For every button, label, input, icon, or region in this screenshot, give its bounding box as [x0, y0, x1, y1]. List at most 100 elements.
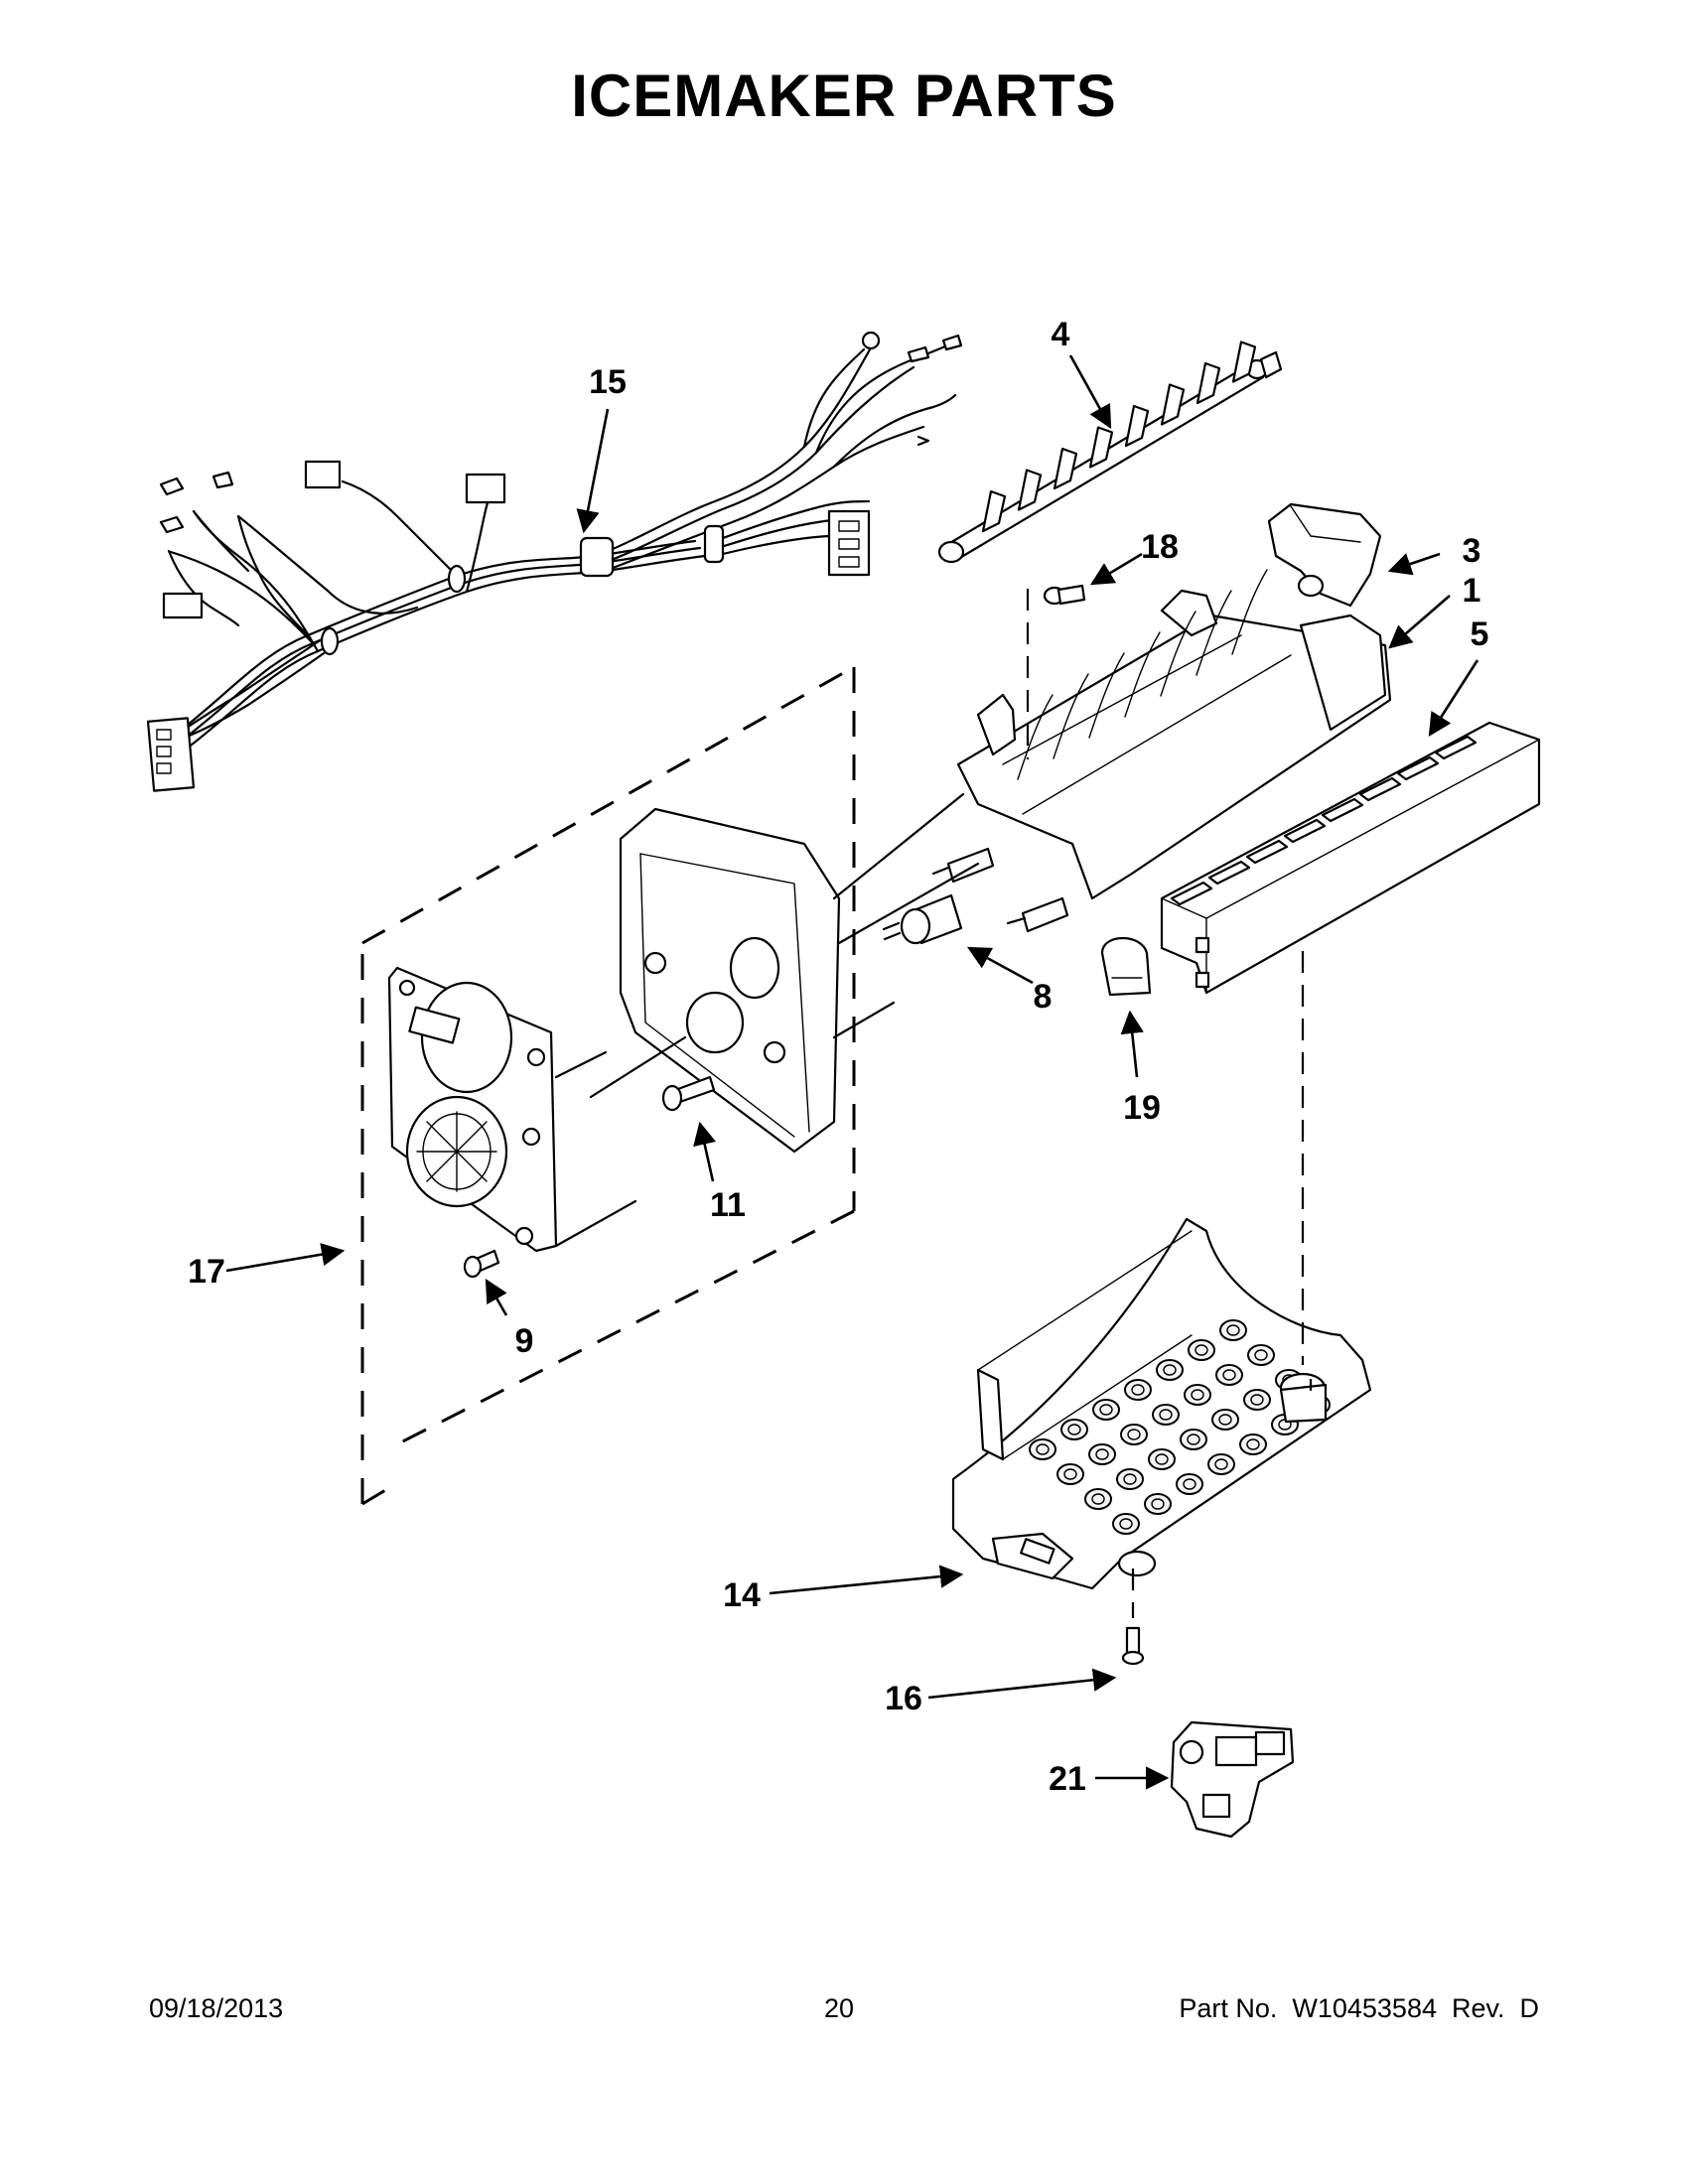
bin-cup	[1124, 1379, 1152, 1401]
ejector-fin	[1017, 469, 1043, 511]
bin-cup	[1219, 1319, 1247, 1341]
thermostat-part-8	[882, 847, 1069, 945]
shroud-fin	[1170, 881, 1213, 906]
arrow-4	[1068, 354, 1112, 430]
bin-cup-inner	[1250, 1394, 1264, 1406]
bin-cup	[1247, 1344, 1275, 1366]
bin-cup-inner	[1155, 1453, 1169, 1465]
bin-cup	[1156, 1359, 1184, 1381]
bin-cup-inner	[1095, 1448, 1109, 1460]
bin-cup	[1116, 1468, 1144, 1490]
callout-4: 4	[1052, 316, 1070, 353]
bin-cup	[1211, 1409, 1239, 1431]
mold-divider	[1053, 673, 1089, 759]
bin-cup-inner	[1254, 1349, 1268, 1361]
bin-cup-inner	[1099, 1404, 1113, 1416]
mold-divider	[1196, 590, 1232, 676]
bin-cup	[1239, 1433, 1267, 1455]
arrow-3	[1387, 552, 1441, 576]
callout-14: 14	[723, 1576, 761, 1614]
mold-divider	[1088, 652, 1125, 739]
bin-cup-inner	[1183, 1478, 1196, 1490]
ejector-fin	[981, 489, 1007, 533]
wire-harness-part-15	[146, 331, 963, 792]
clip-part-19	[1100, 937, 1152, 997]
footer-date: 09/18/2013	[149, 1993, 284, 2023]
bin-cup-inner	[1091, 1493, 1105, 1505]
shroud-fin	[1207, 860, 1251, 886]
bin-cup	[1092, 1399, 1120, 1421]
arrow-18	[1089, 552, 1143, 586]
mold-divider	[1017, 694, 1054, 780]
screw-part-16	[1121, 1626, 1145, 1666]
bin-cup	[1152, 1404, 1180, 1426]
arrow-19	[1120, 1010, 1144, 1078]
arrow-17	[225, 1243, 346, 1273]
mold-divider	[1231, 569, 1268, 655]
front-cover-part-5	[1160, 721, 1541, 995]
bin-cup-inner	[1151, 1498, 1165, 1510]
arrow-16	[927, 1668, 1117, 1700]
bin-cup-inner	[1195, 1344, 1208, 1356]
mold-divider	[1160, 611, 1196, 697]
ejector-fin	[1160, 383, 1186, 426]
bin-cup-inner	[1036, 1443, 1050, 1455]
screw-part-18	[1043, 584, 1086, 606]
mold-part-1	[956, 569, 1392, 900]
leader-arrows	[225, 354, 1479, 1790]
bin-cup-inner	[1131, 1384, 1145, 1396]
fill-cup-part-14	[951, 1217, 1372, 1590]
shroud-fin	[1283, 818, 1327, 844]
bin-cup	[1215, 1364, 1243, 1386]
bin-cup	[1120, 1424, 1148, 1445]
bin-cup-inner	[1159, 1409, 1173, 1421]
shroud-fin	[1245, 839, 1289, 865]
bin-cup-inner	[1222, 1369, 1236, 1381]
bin-cup	[1060, 1419, 1088, 1440]
bin-cup-inner	[1226, 1324, 1240, 1336]
bin-cup-inner	[1127, 1429, 1141, 1440]
bin-cup-inner	[1214, 1458, 1228, 1470]
ejector-fin	[1196, 361, 1221, 405]
bin-cup	[1148, 1448, 1176, 1470]
mold-divider	[1124, 631, 1161, 718]
bin-cup	[1144, 1493, 1172, 1515]
bin-cup-inner	[1067, 1424, 1081, 1435]
screw-part-11	[661, 1075, 716, 1112]
callout-11: 11	[710, 1186, 746, 1224]
bin-cup	[1180, 1429, 1207, 1450]
bin-cup	[1029, 1438, 1056, 1460]
bin-cup-inner	[1119, 1518, 1133, 1530]
assembly-part-21	[1170, 1720, 1295, 1839]
bin-cup-inner	[1123, 1473, 1137, 1485]
bin-cup	[1207, 1453, 1235, 1475]
footer-page-number: 20	[824, 1993, 855, 2023]
shroud-fin	[1358, 776, 1402, 802]
shroud-fin	[1434, 735, 1477, 760]
page-title: ICEMAKER PARTS	[571, 63, 1117, 129]
bin-cup	[1084, 1488, 1112, 1510]
callouts: 15 4 18 3 1 5 8 19 11 17 9 14 16 21	[188, 316, 1488, 1798]
callout-18: 18	[1141, 528, 1179, 566]
cover-part-3	[1267, 502, 1382, 608]
bin-cup	[1176, 1473, 1203, 1495]
callout-16: 16	[885, 1680, 922, 1717]
bin-cup-inner	[1163, 1364, 1177, 1376]
screw-part-9	[463, 1249, 500, 1279]
ejector-fin	[1053, 447, 1078, 490]
module-housing	[589, 792, 980, 1154]
bin-cup-inner	[1191, 1389, 1204, 1401]
arrow-11	[693, 1121, 717, 1182]
arrow-15	[576, 408, 610, 534]
callout-17: 17	[188, 1253, 225, 1291]
shroud-fin	[1396, 755, 1440, 781]
bin-cup	[1112, 1513, 1140, 1535]
bin-cup	[1088, 1443, 1116, 1465]
assembly-outline-corner	[361, 1487, 388, 1506]
callout-19: 19	[1123, 1089, 1161, 1127]
motor-plate	[387, 966, 637, 1253]
shroud-fin	[1321, 797, 1364, 823]
callout-8: 8	[1034, 978, 1053, 1016]
bin-cup-inner	[1246, 1438, 1260, 1450]
